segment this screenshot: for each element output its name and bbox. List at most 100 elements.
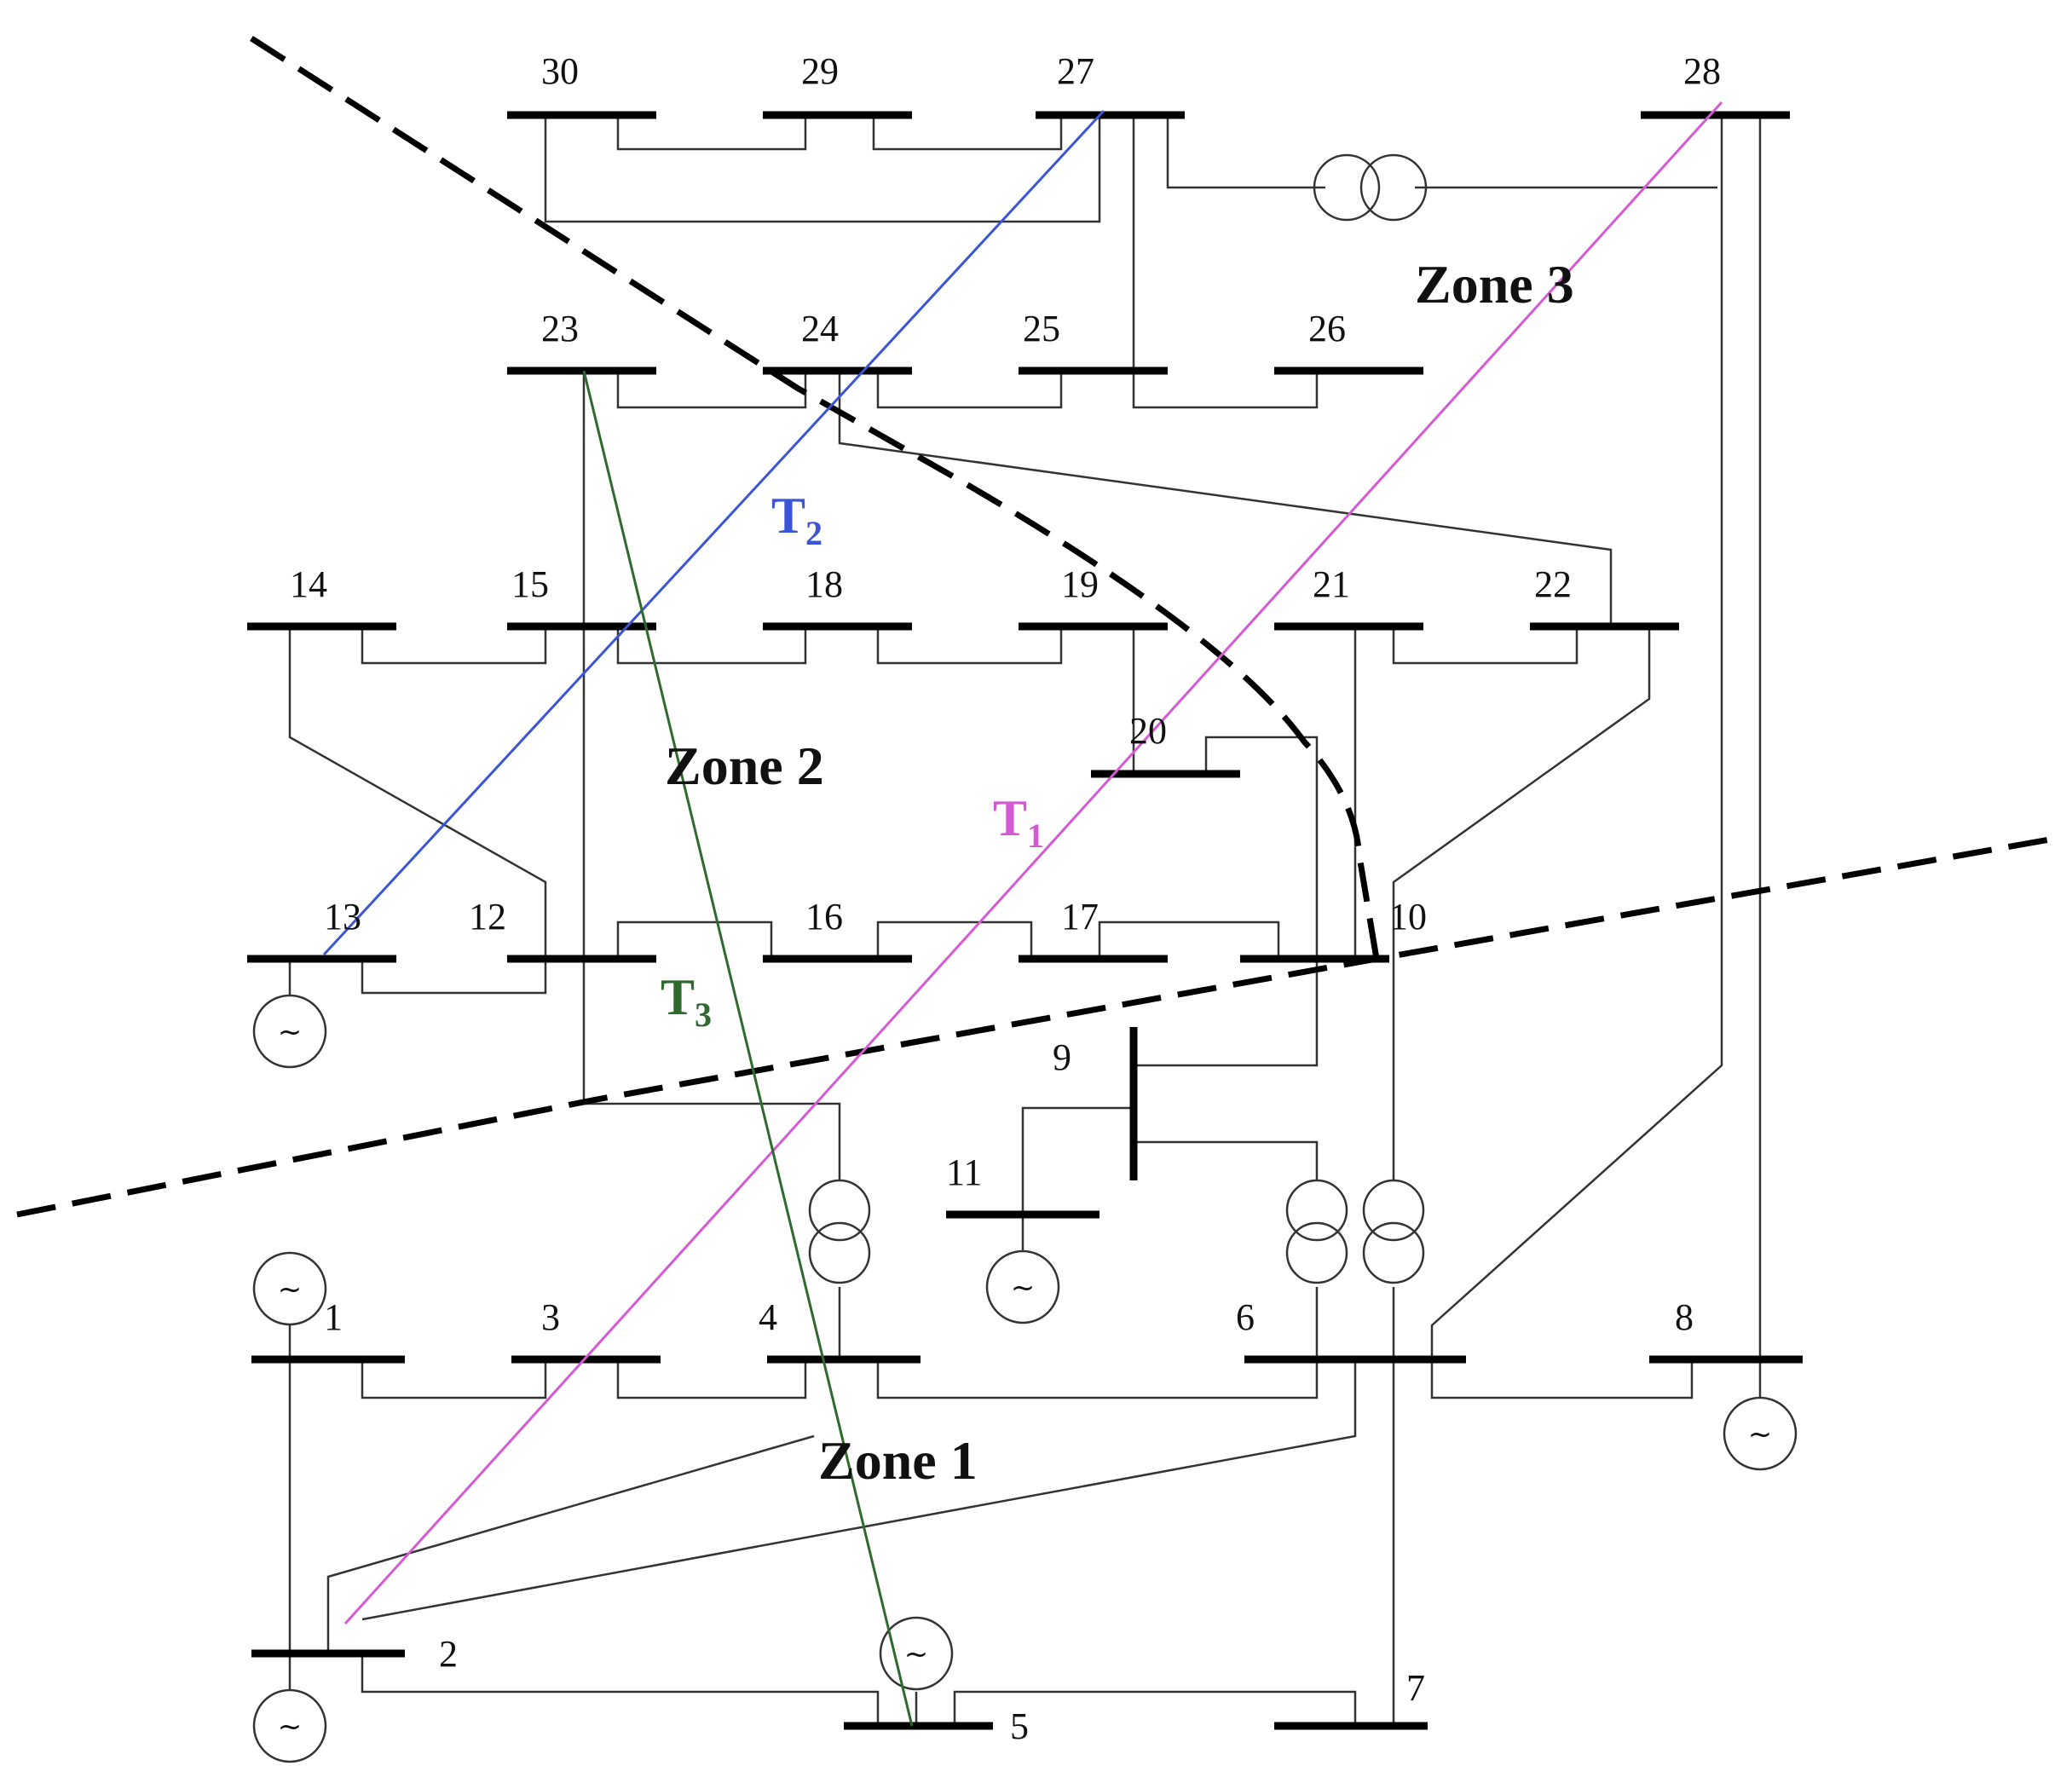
line-28-6 (1430, 115, 1723, 1359)
path-label-t1-subscript: 1 (1027, 816, 1044, 855)
line-9-6-transformer (1134, 1140, 1319, 1180)
line-9-11 (1021, 1106, 1134, 1215)
bus-label-6: 6 (1236, 1296, 1255, 1338)
line-12-4-transformer (584, 1102, 841, 1180)
line-5-7 (953, 1690, 1357, 1726)
path-label-t1-letter: T (993, 790, 1027, 846)
line-2-4 (326, 1434, 815, 1653)
line-16-17 (876, 920, 1033, 959)
bus-labels: 30 29 27 28 23 24 25 26 14 15 18 19 21 2… (290, 50, 1721, 1747)
line-27-28-transformer (1166, 115, 1325, 189)
bus-label-26: 26 (1308, 308, 1346, 349)
line-9-10 (1134, 959, 1319, 1067)
line-18-19 (876, 626, 1063, 665)
line-1-3 (361, 1359, 547, 1399)
bus-label-15: 15 (511, 563, 549, 605)
generator-symbol: ~ (278, 1015, 303, 1049)
line-22-10 (1392, 626, 1651, 959)
line-29-27 (872, 115, 1063, 151)
generator-symbol: ~ (278, 1710, 303, 1744)
generator-bus-2[interactable]: ~ (252, 1688, 327, 1763)
transformers (808, 153, 1428, 1284)
line-25-26 (1132, 371, 1319, 409)
bus-label-1: 1 (324, 1296, 343, 1338)
bus-label-19: 19 (1061, 563, 1099, 605)
line-17-10 (1098, 920, 1280, 959)
generator-bus-11[interactable]: ~ (985, 1249, 1060, 1324)
bus-label-17: 17 (1061, 896, 1099, 938)
line-6-8 (1430, 1359, 1694, 1399)
line-30-29 (616, 115, 807, 151)
bus-label-16: 16 (805, 896, 843, 938)
line-14-12 (288, 626, 547, 959)
bus-label-9: 9 (1053, 1036, 1071, 1078)
transmission-lines (288, 115, 1762, 1726)
generator-bus-13[interactable]: ~ (252, 994, 327, 1069)
line-24-22 (838, 371, 1613, 626)
bus-label-13: 13 (324, 896, 361, 938)
line-21-22 (1392, 626, 1579, 665)
line-15-18 (616, 626, 807, 665)
line-23-24 (616, 371, 807, 409)
bus-label-22: 22 (1534, 563, 1572, 605)
generator-symbol: ~ (1011, 1271, 1036, 1305)
generators: ~ ~ ~ ~ ~ ~ (252, 994, 1798, 1763)
zone-label-3: Zone 3 (1415, 254, 1574, 314)
zone-labels: Zone 3 Zone 2 Zone 1 (665, 254, 1574, 1491)
generator-symbol: ~ (904, 1637, 929, 1671)
bus-label-3: 3 (541, 1296, 560, 1338)
transformer-10-6 (1362, 1179, 1425, 1284)
bus-label-21: 21 (1313, 563, 1350, 605)
line-13-12 (361, 959, 547, 995)
zone-boundary-zone1 (16, 836, 2051, 1218)
line-2-6 (361, 1359, 1357, 1621)
bus-label-29: 29 (801, 50, 839, 92)
bus-label-25: 25 (1023, 308, 1060, 349)
path-label-t3-letter: T (661, 969, 695, 1025)
bus-bars (247, 111, 1803, 1730)
bus-label-23: 23 (541, 308, 579, 349)
separation-paths (322, 101, 1723, 1727)
path-label-t2-subscript: 2 (805, 514, 822, 552)
transformer-9-6 (1285, 1179, 1348, 1284)
bus-label-30: 30 (541, 50, 579, 92)
generator-bus-5[interactable]: ~ (879, 1616, 954, 1691)
bus-label-14: 14 (290, 563, 327, 605)
path-t2-line (322, 109, 1105, 956)
zone-label-1: Zone 1 (818, 1430, 978, 1491)
path-t3-line (582, 370, 914, 1727)
bus-label-7: 7 (1406, 1667, 1425, 1709)
line-20-10 (1204, 736, 1319, 959)
bus-label-27: 27 (1057, 50, 1094, 92)
path-label-t3-subscript: 3 (695, 995, 712, 1034)
line-12-16 (616, 920, 773, 959)
bus-label-10: 10 (1389, 896, 1427, 938)
line-2-5 (361, 1653, 880, 1726)
path-label-t3: T3 (661, 969, 712, 1034)
generator-symbol: ~ (278, 1272, 303, 1307)
line-3-4 (616, 1359, 807, 1399)
bus-label-12: 12 (469, 896, 506, 938)
line-30-27 (544, 115, 1101, 223)
generator-bus-1[interactable]: ~ (252, 1251, 327, 1326)
path-label-t2-letter: T (771, 488, 805, 544)
line-4-6 (876, 1359, 1319, 1399)
bus-label-24: 24 (801, 308, 839, 349)
bus-label-20: 20 (1129, 710, 1167, 752)
zone-boundaries (16, 36, 2051, 1218)
path-t1-line (343, 101, 1723, 1625)
zone-label-2: Zone 2 (665, 736, 824, 796)
generator-symbol: ~ (1748, 1417, 1773, 1451)
line-14-15 (361, 626, 547, 665)
path-labels: T2 T1 T3 (661, 488, 1044, 1034)
bus-label-28: 28 (1683, 50, 1721, 92)
generator-bus-8[interactable]: ~ (1723, 1396, 1798, 1471)
bus-label-18: 18 (805, 563, 843, 605)
path-label-t2: T2 (771, 488, 822, 552)
bus-label-11: 11 (946, 1151, 982, 1193)
path-label-t1: T1 (993, 790, 1044, 855)
bus-label-8: 8 (1675, 1296, 1694, 1338)
transformer-27-28 (1313, 153, 1428, 222)
transformer-12-4 (808, 1179, 871, 1284)
